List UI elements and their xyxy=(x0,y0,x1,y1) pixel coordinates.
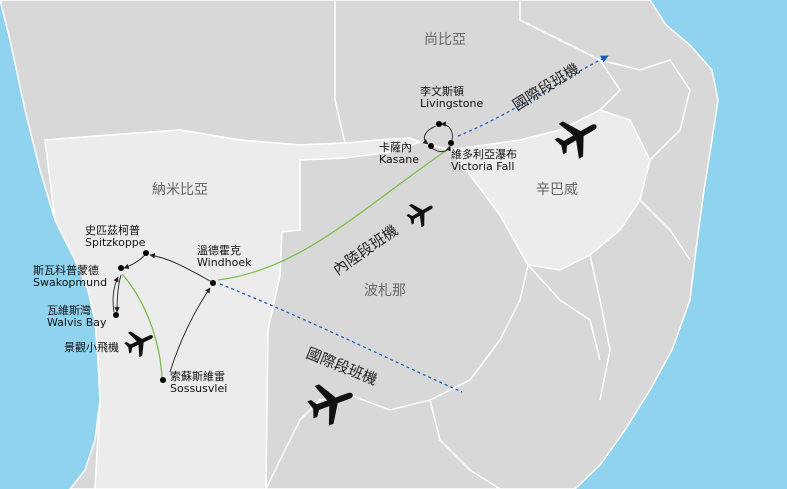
place-en: Walvis Bay xyxy=(47,316,107,330)
dot-spitzkoppe xyxy=(143,250,149,256)
leg-sossusvlei-windhoek xyxy=(169,287,211,373)
country-label-botswana: 波札那 xyxy=(364,283,406,299)
place-zh: 維多利亞瀑布 xyxy=(451,148,517,161)
leg-spitzkoppe-swakopmund xyxy=(123,254,146,270)
place-zh: 卡薩內 xyxy=(379,141,412,154)
place-en: Spitzkoppe xyxy=(85,236,146,250)
scenic-route xyxy=(121,273,163,379)
place-label-windhoek: 溫德霍克 Windhoek xyxy=(197,244,252,270)
leg-swakopmund-walvis xyxy=(114,274,122,313)
country-label-zimbabwe: 辛巴威 xyxy=(536,182,578,198)
border-mozambique xyxy=(589,59,691,401)
place-label-sossusvlei: 索蘇斯維雷 Sossusvlei xyxy=(170,370,228,396)
international-route-south xyxy=(219,283,463,393)
place-label-walvis-bay: 瓦維斯灣 Walvis Bay xyxy=(47,304,107,330)
route-label-scenic: 景觀小飛機 xyxy=(64,341,119,354)
place-en: Sossusvlei xyxy=(170,382,228,396)
place-en: Livingstone xyxy=(420,97,484,111)
dot-walvis-bay xyxy=(113,312,119,318)
domestic-route xyxy=(217,149,448,281)
place-label-victoria-falls: 維多利亞瀑布 Victoria Fall xyxy=(451,148,517,174)
dot-windhoek xyxy=(210,280,216,286)
leg-walvis-swakopmund xyxy=(112,276,119,313)
place-en: Kasane xyxy=(379,153,419,167)
place-zh: 李文斯頓 xyxy=(420,85,464,98)
leg-windhoek-spitzkoppe xyxy=(149,253,213,283)
leg-kasane-victoria xyxy=(431,145,452,153)
place-label-kasane: 卡薩內 Kasane xyxy=(379,141,419,167)
place-label-swakopmund: 斯瓦科普蒙德 Swakopmund xyxy=(33,264,108,290)
place-label-livingstone: 李文斯頓 Livingstone xyxy=(420,85,484,111)
dot-swakopmund xyxy=(118,265,124,271)
country-label-zambia: 尚比亞 xyxy=(424,32,466,48)
place-zh: 瓦維斯灣 xyxy=(47,304,91,317)
border-south-africa xyxy=(429,264,601,489)
place-zh: 索蘇斯維雷 xyxy=(170,370,225,383)
dot-victoria-falls xyxy=(448,140,454,146)
international-route-north xyxy=(457,55,609,137)
dot-livingstone xyxy=(436,121,442,127)
place-en: Swakopmund xyxy=(33,276,108,290)
place-en: Windhoek xyxy=(197,256,252,270)
place-zh: 史匹茲柯普 xyxy=(85,224,140,237)
place-zh: 溫德霍克 xyxy=(197,244,241,257)
leg-livingstone-kasane xyxy=(422,125,437,145)
leg-victoria-livingstone xyxy=(440,121,453,141)
place-label-spitzkoppe: 史匹茲柯普 Spitzkoppe xyxy=(85,224,146,250)
place-en: Victoria Fall xyxy=(451,160,515,174)
dot-sossusvlei xyxy=(160,377,166,383)
place-zh: 斯瓦科普蒙德 xyxy=(33,264,99,277)
country-label-namibia: 納米比亞 xyxy=(152,182,208,198)
dot-kasane xyxy=(428,143,434,149)
